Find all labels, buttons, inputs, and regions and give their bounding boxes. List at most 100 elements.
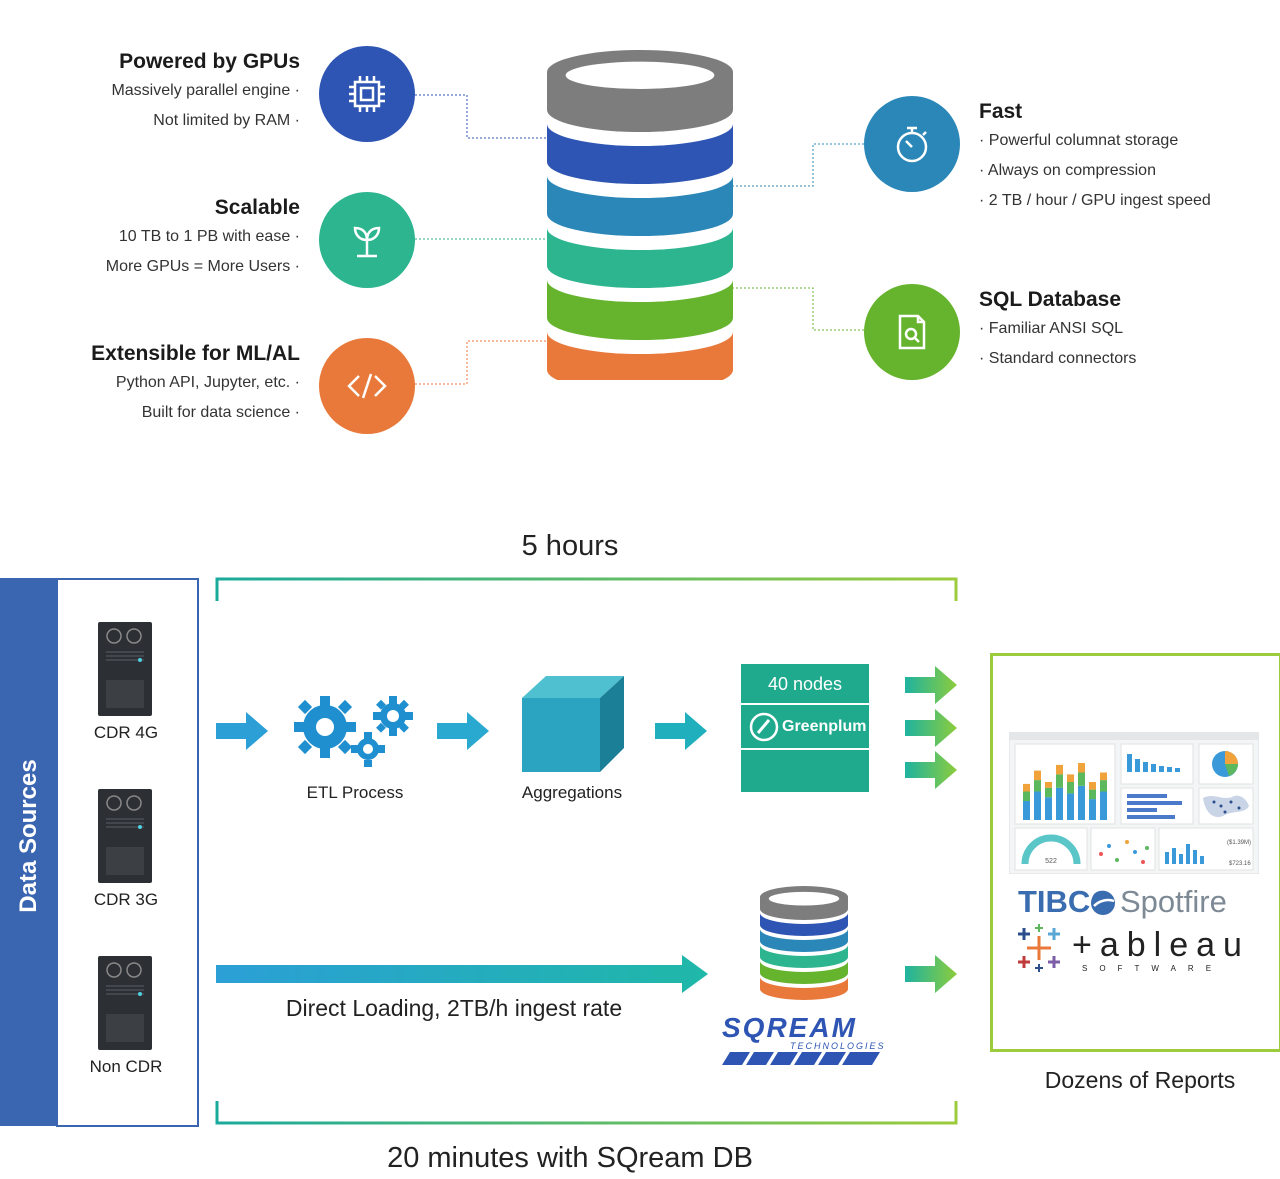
arrow-icon [437,712,489,750]
source-label: Non CDR [89,1057,163,1076]
mini-bar [1089,799,1096,820]
feature-line: More GPUs = More Users [105,258,291,275]
sqream-sub: TECHNOLOGIES [790,1041,886,1051]
db-top-opening [565,61,715,89]
spotfire-logo: Spotfire [1120,884,1227,919]
code-icon [347,373,387,399]
feature-line: Built for data science [141,404,291,421]
connector-lines [415,94,864,385]
arrow-icon [905,709,957,747]
dashboard-image: 522 ($1.39M) $723.16 [1009,732,1259,874]
sqream-stripe-icon [722,1052,880,1065]
feature-line: 10 TB to 1 PB with ease [118,228,291,245]
reports-label: Dozens of Reports [1044,1067,1236,1093]
file-search-icon [898,314,926,350]
data-sources-band [0,578,58,1126]
mini-bar [1089,782,1096,790]
mini-bar [1067,782,1074,794]
etl-label: ETL Process [306,783,404,802]
greenplum-label: Greenplum [782,718,867,735]
dash-value: ($1.39M) [1227,840,1251,846]
sprout-icon [353,226,381,258]
feature-line: Massively parallel engine [111,82,291,99]
db-top-opening [768,891,840,906]
scalable-circle [319,192,415,288]
gears-icon [294,696,413,767]
mini-bar [1078,763,1085,773]
mini-bar [1034,780,1041,792]
feature-gpus: Powered by GPUs Massively parallel engin… [0,50,300,136]
direct-loading-label: Direct Loading, 2TB/h ingest rate [285,995,623,1021]
mini-bar [1067,793,1074,820]
database-cylinder [547,50,733,380]
source-label: CDR 4G [93,723,159,742]
time-brackets [215,577,958,1125]
feature-line: Not limited by RAM [153,112,291,129]
tableau-logo: +ableau [1072,926,1250,964]
mini-bar [1045,782,1052,788]
dash-value: $723.16 [1229,861,1251,867]
direct-loading-arrow [216,955,708,993]
divider [741,703,869,705]
arrow-icon [905,751,957,789]
arrow-icon [905,666,957,704]
mini-bar [1067,774,1074,782]
cube-icon [522,676,624,772]
mini-bar [1100,791,1107,820]
extensible-circle [319,338,415,434]
feature-title: Fast [979,100,1023,123]
server-icon [98,789,152,883]
feature-sql: SQL Database · Familiar ANSI SQL · Stand… [979,288,1279,374]
feature-title: Powered by GPUs [119,50,300,73]
sqream-db-icon [760,886,848,1000]
data-sources-panel [56,578,199,1127]
mini-bar [1089,789,1096,800]
mini-bar [1056,764,1063,775]
cpu-icon [349,76,385,112]
feature-line: Python API, Jupyter, etc. [115,374,291,391]
feature-fast: Fast · Powerful columnat storage · Alway… [979,100,1279,216]
feature-title: Extensible for ML/AL [91,342,300,365]
tableau-sub: SOFTWARE [1082,964,1224,973]
mini-bar [1045,787,1052,798]
feature-title: Scalable [214,196,300,219]
data-sources-title: Data Sources [15,759,42,913]
mini-bar [1023,783,1030,792]
feature-line: 2 TB / hour / GPU ingest speed [988,192,1211,209]
mini-bar [1034,791,1041,820]
sql-circle [864,284,960,380]
mini-bar [1045,797,1052,820]
greenplum-logo-icon [749,712,779,742]
mini-bar [1078,772,1085,786]
stopwatch-icon [896,126,928,163]
tibco-ball-icon [1091,891,1115,915]
divider [741,748,869,750]
server-icon [98,622,152,716]
feature-scalable: Scalable 10 TB to 1 PB with ease · More … [0,196,300,282]
mini-bar [1078,785,1085,820]
mini-bar [1100,780,1107,792]
nodes-label: 40 nodes [767,674,843,694]
server-icon [98,956,152,1050]
dash-value: 522 [1045,858,1057,865]
bottom-time-label: 20 minutes with SQream DB [387,1142,753,1174]
mini-bar [1034,770,1041,781]
sqream-logo: SQREAM [722,1012,857,1043]
source-label: CDR 3G [93,890,159,909]
top-time-label: 5 hours [521,530,619,562]
gpu-circle [319,46,415,142]
feature-line: Powerful columnat storage [988,132,1179,149]
arrow-icon [905,955,957,993]
tableau-cross-icon [1018,924,1060,972]
feature-title: SQL Database [979,288,1122,311]
arrow-icon [216,712,268,750]
fast-circle [864,96,960,192]
mini-bar [1056,774,1063,788]
feature-line: Standard connectors [988,350,1137,367]
mini-bar [1023,801,1030,820]
arrow-icon [655,712,707,750]
aggregations-label: Aggregations [521,783,623,802]
feature-extensible: Extensible for ML/AL Python API, Jupyter… [0,342,300,428]
mini-bar [1023,791,1030,801]
mini-bar [1100,772,1107,781]
